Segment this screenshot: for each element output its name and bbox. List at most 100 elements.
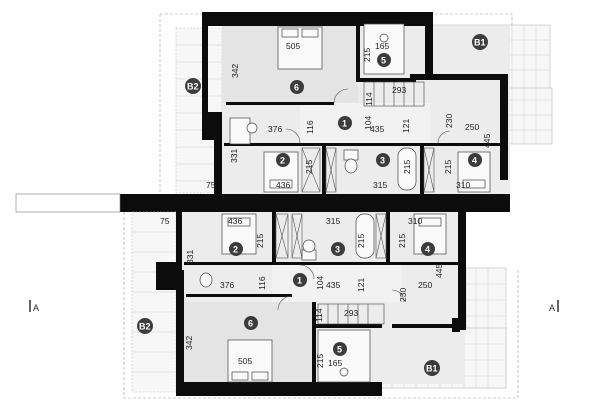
dim-215-upper-a: 215 bbox=[362, 48, 372, 62]
room-marker-5-lower: 5 bbox=[333, 342, 347, 356]
wc-icon-lower bbox=[199, 239, 317, 288]
dim-376-upper: 376 bbox=[268, 124, 282, 134]
room-marker-2-lower: 2 bbox=[229, 242, 243, 256]
terrace-left-lower bbox=[131, 211, 177, 393]
stair-upper bbox=[363, 81, 425, 107]
svg-text:1: 1 bbox=[342, 119, 347, 129]
svg-text:6: 6 bbox=[248, 319, 253, 329]
terrace-right-lower-upper bbox=[507, 87, 553, 145]
room-marker-4-upper: 4 bbox=[468, 153, 482, 167]
dim-315-lower: 315 bbox=[326, 216, 340, 226]
wardrobe-upper bbox=[301, 147, 435, 193]
terrace-b1-label-lower: B1 bbox=[426, 364, 438, 374]
dim-114-upper: 114 bbox=[364, 92, 374, 106]
svg-text:3: 3 bbox=[335, 245, 340, 255]
chimney-upper bbox=[202, 112, 222, 140]
terrace-marker-b1-upper: B1 bbox=[472, 34, 488, 50]
door-swings-lower bbox=[277, 264, 405, 311]
svg-text:3: 3 bbox=[380, 156, 385, 166]
terrace-marker-b2-upper: B2 bbox=[185, 78, 201, 94]
svg-text:2: 2 bbox=[233, 245, 238, 255]
dim-331-lower: 331 bbox=[185, 250, 195, 264]
svg-text:5: 5 bbox=[337, 345, 342, 355]
walls-upper bbox=[120, 12, 510, 212]
terrace-b2-label-upper: B2 bbox=[187, 82, 199, 92]
dim-436-upper: 436 bbox=[276, 180, 290, 190]
dim-215-upper-b: 215 bbox=[304, 160, 314, 174]
dim-75-upper: 75 bbox=[206, 180, 216, 190]
dim-104-lower: 104 bbox=[315, 276, 325, 290]
room-marker-1-lower: 1 bbox=[293, 273, 307, 287]
dim-505-upper: 505 bbox=[286, 41, 300, 51]
svg-text:4: 4 bbox=[425, 245, 430, 255]
dim-315-upper: 315 bbox=[373, 180, 387, 190]
lower-plan: 75 436 315 310 331 215 215 215 445 376 1… bbox=[123, 211, 519, 399]
dim-342-lower: 342 bbox=[184, 336, 194, 350]
svg-text:6: 6 bbox=[294, 83, 299, 93]
svg-text:A: A bbox=[549, 303, 555, 313]
bathtub-icon-lower bbox=[355, 213, 375, 259]
dim-250-upper: 250 bbox=[465, 122, 479, 132]
dim-165-lower: 165 bbox=[328, 358, 342, 368]
room-marker-2-upper: 2 bbox=[276, 153, 290, 167]
svg-text:1: 1 bbox=[297, 276, 302, 286]
dim-331-upper: 331 bbox=[229, 149, 239, 163]
dim-215-lower-c: 215 bbox=[397, 234, 407, 248]
dim-445-lower: 445 bbox=[434, 264, 444, 278]
dim-215-lower-d: 215 bbox=[315, 354, 325, 368]
wardrobe-lower bbox=[275, 213, 387, 259]
dim-505-lower: 505 bbox=[238, 356, 252, 366]
terrace-b1-label-upper: B1 bbox=[474, 38, 486, 48]
room-marker-5-upper: 5 bbox=[377, 53, 391, 67]
dim-121-upper: 121 bbox=[401, 119, 411, 133]
terrace-marker-b2-lower: B2 bbox=[137, 318, 153, 334]
svg-text:A: A bbox=[33, 303, 39, 313]
upper-plan: 505 342 165 215 293 114 104 435 121 376 … bbox=[120, 12, 553, 212]
bathtub-icon bbox=[397, 147, 417, 191]
roof-outline-lower bbox=[123, 212, 519, 399]
dim-435-upper: 435 bbox=[370, 124, 384, 134]
section-mark-right: A bbox=[549, 300, 559, 313]
room-marker-3-lower: 3 bbox=[331, 242, 345, 256]
dim-230-upper: 230 bbox=[444, 114, 454, 128]
dim-75-lower: 75 bbox=[160, 216, 170, 226]
dim-121-lower: 121 bbox=[356, 278, 366, 292]
dim-435-lower: 435 bbox=[326, 280, 340, 290]
dim-116-lower: 116 bbox=[257, 276, 267, 290]
dim-293-upper: 293 bbox=[392, 85, 406, 95]
dim-215-lower-a: 215 bbox=[255, 234, 265, 248]
dim-165-upper: 165 bbox=[375, 41, 389, 51]
dim-114-lower: 114 bbox=[314, 308, 324, 322]
room-marker-3-upper: 3 bbox=[376, 153, 390, 167]
room-marker-6-lower: 6 bbox=[244, 316, 258, 330]
dim-116-upper: 116 bbox=[305, 120, 315, 134]
single-bed-right-icon bbox=[457, 151, 491, 193]
dim-436-lower: 436 bbox=[228, 216, 242, 226]
room-1-upper bbox=[300, 103, 430, 143]
room-marker-6-upper: 6 bbox=[290, 80, 304, 94]
dim-215-upper-d: 215 bbox=[443, 160, 453, 174]
dim-230-lower: 230 bbox=[398, 288, 408, 302]
dim-310-lower: 310 bbox=[408, 216, 422, 226]
stair-lower bbox=[317, 303, 385, 325]
section-mark-left: A bbox=[29, 300, 39, 313]
dim-104-upper: 104 bbox=[363, 116, 373, 130]
door-swings-upper bbox=[285, 88, 451, 144]
dim-293-lower: 293 bbox=[344, 308, 358, 318]
desk-icon bbox=[229, 117, 258, 145]
walls-lower bbox=[156, 212, 466, 396]
room-marker-4-lower: 4 bbox=[421, 242, 435, 256]
svg-text:4: 4 bbox=[472, 156, 477, 166]
svg-text:5: 5 bbox=[381, 56, 386, 66]
overhang-strip bbox=[15, 193, 121, 213]
svg-text:2: 2 bbox=[280, 156, 285, 166]
terrace-b2-label-lower: B2 bbox=[139, 322, 151, 332]
sink-icon-lower bbox=[317, 329, 371, 383]
wc-icon bbox=[343, 149, 359, 174]
dim-215-upper-c: 215 bbox=[402, 160, 412, 174]
dim-250-lower: 250 bbox=[418, 280, 432, 290]
terrace-marker-b1-lower: B1 bbox=[424, 360, 440, 376]
dim-310-upper: 310 bbox=[456, 180, 470, 190]
dim-342-upper: 342 bbox=[230, 64, 240, 78]
